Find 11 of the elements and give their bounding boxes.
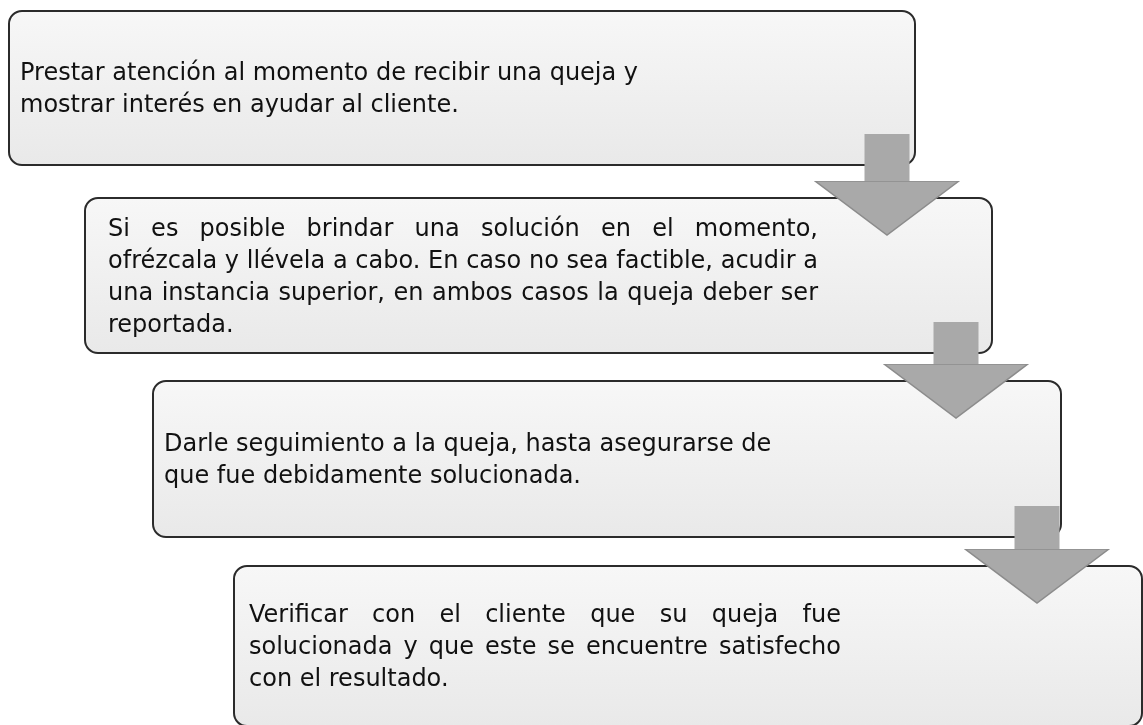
process-box [233, 565, 1143, 725]
process-box [8, 10, 916, 166]
process-box [152, 380, 1062, 538]
block-arrow [814, 134, 960, 236]
step-text: Darle seguimiento a la queja, hasta asegurarse de que fue debidamente solucionada. [164, 428, 773, 491]
step-text: Si es posible brindar una solución en el momento, ofrézcala y llévela a cabo. En caso no sea factible, acudir a una instancia superior, en ambos casos la queja deber ser reportada. [108, 212, 818, 340]
block-arrow [964, 506, 1110, 604]
process-box [84, 197, 993, 354]
block-arrow [883, 322, 1029, 419]
step-text: Verificar con el cliente que su queja fue solucionada y que este se encuentre satisfecho con el resultado. [249, 599, 841, 694]
step-text: Prestar atención al momento de recibir una queja y mostrar interés en ayudar al cliente. [20, 57, 640, 120]
